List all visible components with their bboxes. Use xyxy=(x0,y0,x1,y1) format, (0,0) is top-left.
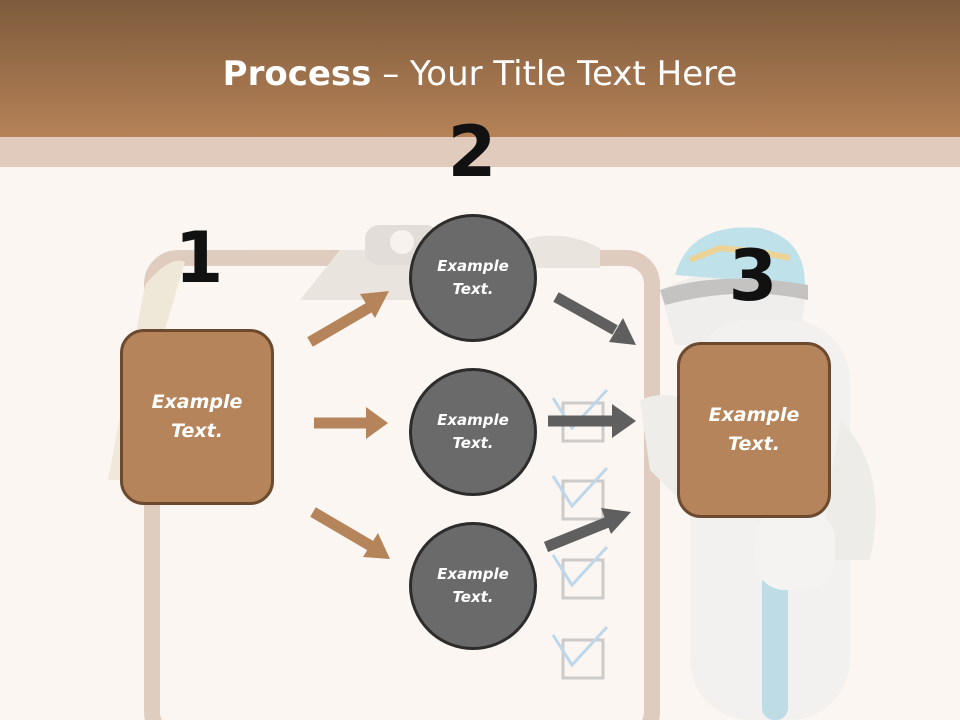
hard-hat-icon xyxy=(660,227,808,305)
arrow-2-to-3-bottom xyxy=(543,508,631,553)
step-number-1: 1 xyxy=(174,217,224,299)
checkbox-icon xyxy=(551,388,609,680)
step-number-3: 3 xyxy=(728,235,778,317)
step-2-circle-3-label: Example Text. xyxy=(437,565,509,606)
step-2-circle-2-label: Example Text. xyxy=(437,411,509,452)
step-2-circle-2: Example Text. xyxy=(409,368,537,496)
arrow-1-to-2-middle xyxy=(314,407,388,439)
arrow-2-to-3-top xyxy=(553,292,636,345)
arrow-1-to-2-bottom xyxy=(310,507,390,559)
header-band xyxy=(0,137,960,167)
step-2-circle-1: Example Text. xyxy=(409,214,537,342)
arrow-2-to-3-middle xyxy=(548,404,636,438)
page-title: Process – Your Title Text Here xyxy=(0,52,960,96)
step-2-circle-3: Example Text. xyxy=(409,522,537,650)
title-rest: Your Title Text Here xyxy=(410,54,738,94)
step-1-label: Example Text. xyxy=(151,391,243,442)
title-bold: Process xyxy=(222,54,372,94)
header-bar xyxy=(0,0,960,137)
step-3-box: Example Text. xyxy=(677,342,831,518)
step-number-2: 2 xyxy=(447,111,497,193)
title-separator: – xyxy=(371,54,411,94)
arrow-1-to-2-top xyxy=(307,291,389,347)
step-2-circle-1-label: Example Text. xyxy=(437,257,509,298)
step-3-label: Example Text. xyxy=(708,404,800,455)
step-1-box: Example Text. xyxy=(120,329,274,505)
